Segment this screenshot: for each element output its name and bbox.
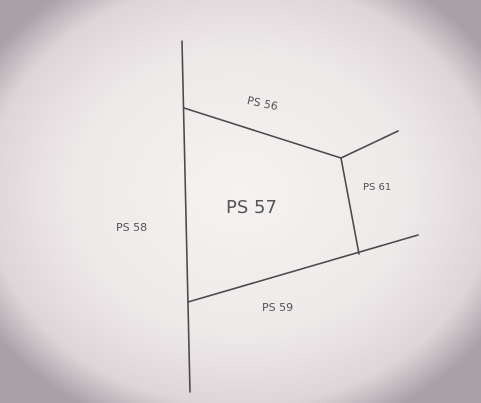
label-ps-58: PS 58 [116, 221, 147, 234]
boundary-line-bottom [187, 234, 419, 303]
boundary-line-right [340, 157, 360, 255]
boundary-line-vertical-left [181, 40, 191, 393]
label-ps-56: PS 56 [246, 94, 279, 113]
boundary-line-top-right-extension [340, 130, 399, 159]
label-ps-59: PS 59 [262, 301, 293, 314]
label-ps-57: PS 57 [226, 197, 277, 218]
label-ps-61: PS 61 [363, 182, 391, 193]
boundary-line-top [183, 107, 342, 159]
